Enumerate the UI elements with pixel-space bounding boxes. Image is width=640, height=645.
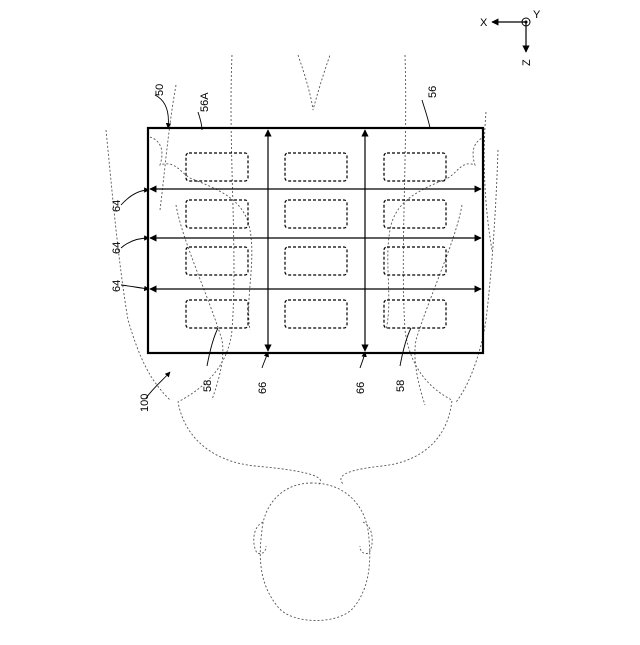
- reference-labels: 50 56A 56 64 64 64 58 66 66 58 100: [111, 84, 439, 412]
- sensor-pad: [384, 153, 446, 181]
- horizontal-lines: [150, 189, 481, 289]
- subject-outline: [106, 55, 498, 485]
- label-66-right: 66: [355, 382, 367, 394]
- vertical-lines: [268, 130, 365, 351]
- subject-head: [254, 483, 372, 621]
- label-64-3: 64: [111, 280, 123, 292]
- sensor-grid: [186, 153, 446, 328]
- label-56: 56: [427, 86, 439, 98]
- x-axis-label: X: [480, 17, 488, 29]
- sensor-pad: [186, 153, 248, 181]
- z-axis-label: Z: [521, 59, 533, 66]
- sensor-pad: [384, 247, 446, 275]
- label-58-left: 58: [202, 380, 214, 392]
- film-frame: [148, 128, 483, 353]
- label-66-left: 66: [257, 382, 269, 394]
- sensor-pad: [186, 200, 248, 228]
- label-58-right: 58: [395, 380, 407, 392]
- y-axis-label: Y: [533, 9, 541, 21]
- label-64-2: 64: [111, 242, 123, 254]
- sensor-pad: [384, 200, 446, 228]
- sensor-pad: [285, 200, 347, 228]
- sensor-pad: [285, 153, 347, 181]
- sensor-pad: [186, 247, 248, 275]
- label-100: 100: [139, 394, 151, 412]
- label-64-1: 64: [111, 200, 123, 212]
- sensor-pad: [285, 300, 347, 328]
- axis-indicator: X Y Z: [480, 9, 541, 66]
- sensor-pad: [384, 300, 446, 328]
- label-50: 50: [154, 84, 166, 96]
- label-56a: 56A: [199, 92, 211, 112]
- sensor-pad: [285, 247, 347, 275]
